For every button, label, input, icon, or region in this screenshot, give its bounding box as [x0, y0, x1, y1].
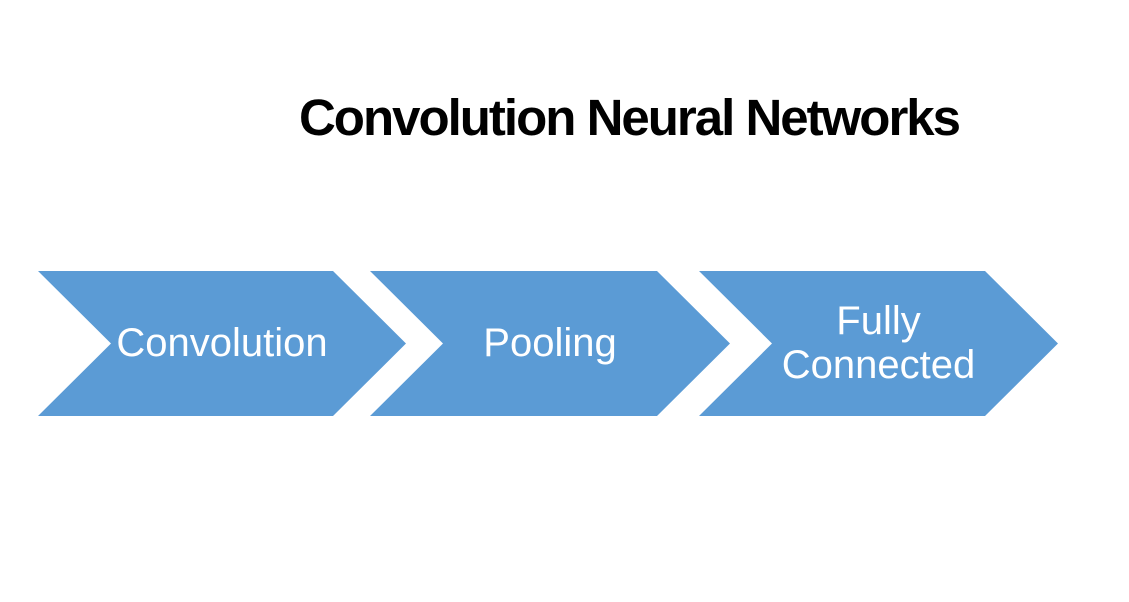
chevron-step-pooling: Pooling: [370, 271, 730, 416]
chevron-step-fully-connected: Fully Connected: [699, 271, 1058, 416]
chevron-step-label: Fully Connected: [781, 299, 976, 387]
chevron-step-label: Pooling: [483, 320, 617, 365]
slide-title: Convolution Neural Networks: [298, 89, 961, 147]
chevron-step-convolution: Convolution: [38, 271, 406, 416]
chevron-step-label: Convolution: [116, 320, 328, 365]
